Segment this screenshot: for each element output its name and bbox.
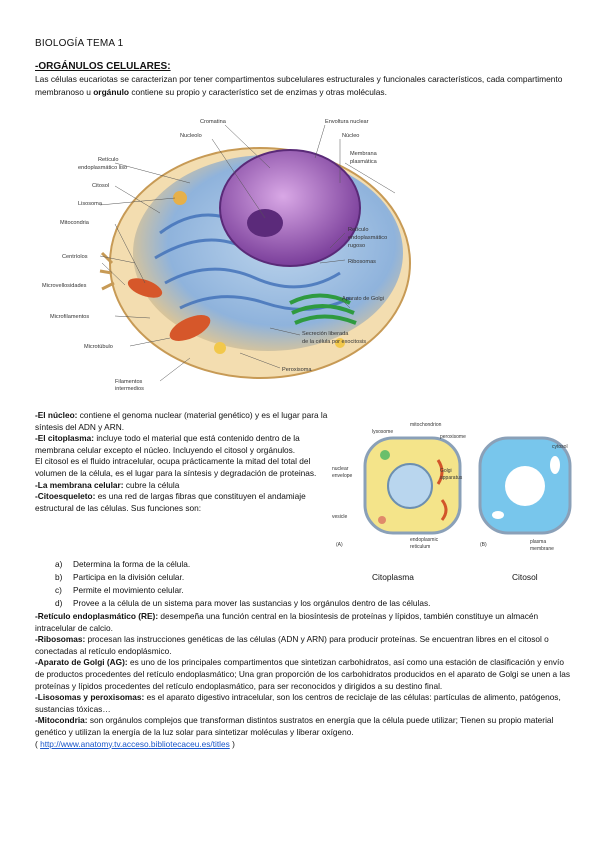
label-rel-1: Retículo (98, 157, 119, 163)
section-title: -ORGÁNULOS CELULARES: (35, 61, 171, 72)
label-rer-1: Retículo (348, 227, 369, 233)
label-mitocondria: Mitocondria (60, 220, 90, 226)
caption-citosol: Citosol (512, 572, 538, 582)
intro-paragraph: Las células eucariotas se caracterizan p… (35, 73, 575, 99)
label-rer-2: endoplasmático (348, 235, 387, 241)
item-re: -Retículo endoplasmático (RE): desempeña… (35, 611, 539, 633)
fig2-plasma-2: membrane (530, 546, 554, 552)
label-ribosomas: Ribosomas (348, 259, 376, 265)
microvilli-shape (99, 251, 115, 291)
document-header: BIOLOGÍA TEMA 1 (35, 38, 124, 49)
item-citoplasma: -El citoplasma: incluye todo el material… (35, 433, 300, 455)
label-microtubulo: Microtúbulo (84, 344, 113, 350)
intro-bold-term: orgánulo (93, 87, 130, 97)
golgi-shape (289, 293, 357, 325)
item-membrana: -La membrana celular: cubre la célula (35, 479, 180, 490)
fig2-golgi-1: Golgi (440, 468, 452, 474)
intro-text-2: contiene su propio y característico set … (129, 87, 387, 97)
label-rer-3: rugoso (348, 243, 365, 249)
list-item: b)Participa en la división celular. (55, 572, 185, 582)
list-item: d)Provee a la célula de un sistema para … (55, 598, 431, 608)
item-citoesqueleto: -Citoesqueleto: es una red de largas fib… (35, 491, 306, 513)
item-citosol: El citosol es el fluido intracelular, oc… (35, 456, 317, 478)
label-golgi: Aparato de Golgi (342, 296, 384, 302)
item-lisosomas: -Lisosomas y peroxisomas: es el aparato … (35, 692, 561, 714)
caption-citoplasma: Citoplasma (372, 572, 414, 582)
label-nucleo: Núcleo (342, 133, 359, 139)
fig2-mitochondrion: mitochondrion (410, 422, 442, 428)
label-centriolos: Centríolos (62, 254, 88, 260)
cytoplasm-cytosol-figure: lysosome mitochondrion peroxisome nuclea… (332, 422, 572, 552)
label-membrana-1: Membrana (350, 151, 378, 157)
left-column-text: -El núcleo: contiene el genoma nuclear (… (35, 410, 340, 514)
item-mitocondria: -Mitocondria: son orgánulos complejos qu… (35, 715, 554, 737)
fig2-a: (A) (336, 542, 343, 548)
label-peroxisoma: Peroxisoma (282, 367, 312, 373)
label-filamentos-2: intermedios (115, 386, 144, 392)
label-nucleolo: Nucleolo (180, 133, 202, 139)
item-nucleo: -El núcleo: contiene el genoma nuclear (… (35, 410, 328, 432)
label-secrecion-2: de la célula por exocitosis (302, 339, 366, 345)
nucleus-shape (219, 149, 361, 267)
label-envoltura: Envoltura nuclear (325, 119, 369, 125)
source-citation: ( http://www.anatomy.tv.acceso.bibliotec… (35, 738, 235, 749)
fig2-plasma-1: plasma (530, 539, 546, 545)
fig2-nuclear-1: nuclear (332, 466, 349, 472)
label-rel-2: endoplasmático liso (78, 165, 127, 171)
label-microvellosidades: Microvellosidades (42, 283, 87, 289)
label-filamentos-1: Filamentos (115, 379, 143, 385)
full-width-text: -Retículo endoplasmático (RE): desempeña… (35, 611, 575, 750)
fig2-lysosome: lysosome (372, 429, 393, 435)
fig2-er-1: endoplasmic (410, 537, 439, 543)
intro-text-1: Las células eucariotas se caracterizan p… (35, 74, 563, 97)
mitochondria-shape (169, 315, 211, 341)
label-secrecion-1: Secreción liberada (302, 331, 349, 337)
fig2-golgi-2: apparatus (440, 475, 463, 481)
list-item: c)Permite el movimiento celular. (55, 585, 184, 595)
fig2-vesicle: vesicle (332, 514, 348, 520)
list-item: a)Determina la forma de la célula. (55, 559, 191, 569)
label-citosol: Citosol (92, 183, 109, 189)
source-link[interactable]: http://www.anatomy.tv.acceso.bibliotecac… (40, 738, 230, 749)
label-lisosoma: Lisosoma (78, 201, 103, 207)
fig2-er-2: reticulum (410, 544, 430, 550)
cell-illustration: Retículo endoplasmático liso Citosol Lis… (42, 119, 411, 392)
fig2-cytosol: cytosol (552, 444, 568, 450)
fig2-nuclear-2: envelope (332, 473, 353, 479)
label-microfilamentos: Microfilamentos (50, 314, 89, 320)
item-golgi: -Aparato de Golgi (AG): es uno de los pr… (35, 657, 571, 691)
label-membrana-2: plasmática (350, 159, 378, 165)
item-ribosomas: -Ribosomas: procesan las instrucciones g… (35, 634, 549, 656)
label-cromatina: Cromatina (200, 119, 227, 125)
fig2-b: (B) (480, 542, 487, 548)
fig2-peroxisome: peroxisome (440, 434, 466, 440)
